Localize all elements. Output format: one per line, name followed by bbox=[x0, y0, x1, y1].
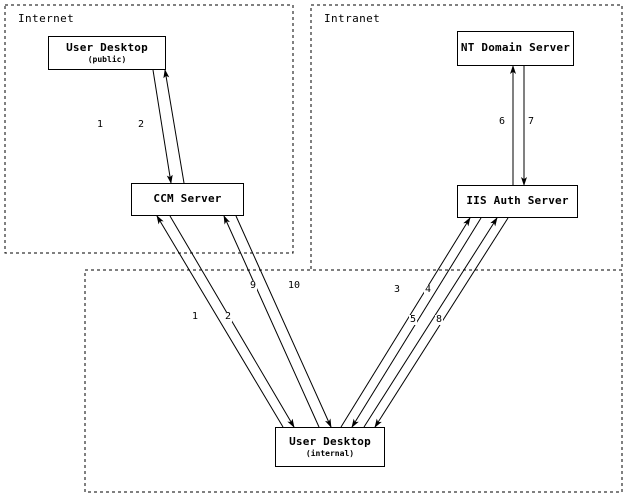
edge-label-e6: 6 bbox=[498, 116, 507, 127]
edge-label-e3: 3 bbox=[393, 284, 402, 295]
edge-label-e4: 4 bbox=[424, 284, 433, 295]
node-user_desktop_internal[interactable]: User Desktop(internal) bbox=[275, 427, 385, 467]
node-iis_auth_server[interactable]: IIS Auth Server bbox=[457, 185, 578, 218]
arrow-e2 bbox=[163, 69, 185, 184]
node-title-nt_domain_server: NT Domain Server bbox=[460, 41, 571, 55]
edge-label-e2: 2 bbox=[137, 119, 146, 130]
arrow-e3 bbox=[340, 217, 471, 428]
node-title-iis_auth_server: IIS Auth Server bbox=[466, 194, 569, 208]
node-subtitle-user_desktop_public: (public) bbox=[87, 55, 127, 65]
zone-label-internet: Internet bbox=[18, 12, 75, 25]
node-title-user_desktop_public: User Desktop bbox=[66, 40, 148, 54]
arrow-e1 bbox=[152, 69, 173, 184]
node-subtitle-user_desktop_internal: (internal) bbox=[305, 449, 355, 459]
node-title-user_desktop_internal: User Desktop bbox=[289, 434, 371, 448]
arrow-e10 bbox=[235, 215, 332, 428]
arrow-e1b bbox=[156, 215, 284, 428]
zone-boundaries bbox=[4, 4, 623, 493]
edge-label-e1b: 1 bbox=[191, 311, 200, 322]
edge-label-e2b: 2 bbox=[224, 311, 233, 322]
edge-label-e8: 8 bbox=[435, 314, 444, 325]
node-ccm_server[interactable]: CCM Server bbox=[131, 183, 244, 216]
node-user_desktop_public[interactable]: User Desktop(public) bbox=[48, 36, 166, 70]
arrow-e9 bbox=[223, 215, 320, 428]
edge-label-e9: 9 bbox=[249, 280, 258, 291]
arrow-e5 bbox=[363, 217, 498, 428]
edge-label-e10: 10 bbox=[287, 280, 302, 291]
connector-arrows bbox=[152, 65, 527, 428]
zone-boundary-internal_lan bbox=[84, 269, 623, 493]
zone-label-intranet: Intranet bbox=[324, 12, 381, 25]
edge-label-e5: 5 bbox=[409, 314, 418, 325]
edge-label-e7: 7 bbox=[527, 116, 536, 127]
node-title-ccm_server: CCM Server bbox=[153, 192, 222, 206]
edge-label-e1: 1 bbox=[96, 119, 105, 130]
node-nt_domain_server[interactable]: NT Domain Server bbox=[457, 31, 574, 66]
zone-boundary-internet bbox=[4, 4, 294, 254]
